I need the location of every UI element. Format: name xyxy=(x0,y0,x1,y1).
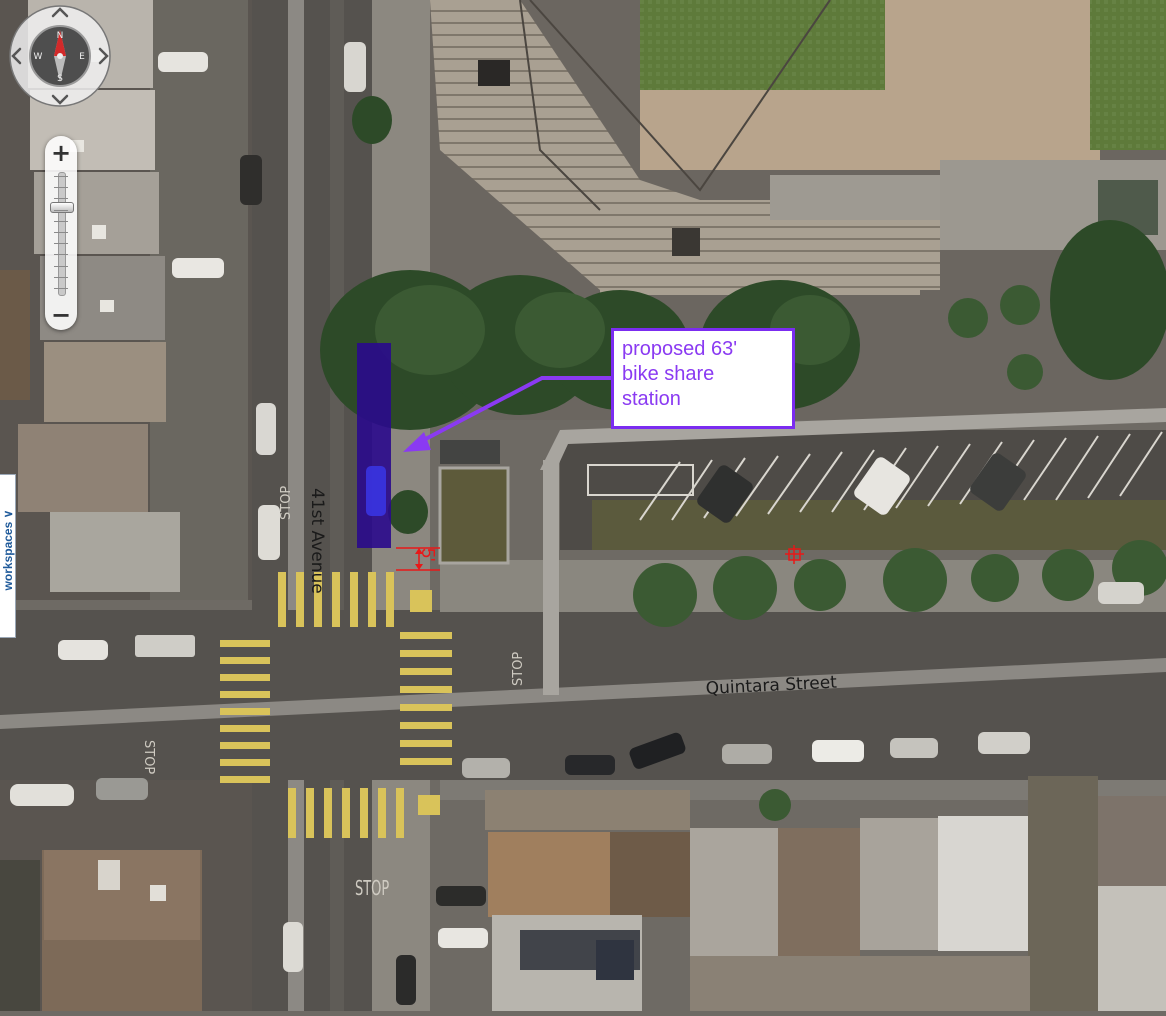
chevron-down-icon: ∨ xyxy=(1,509,15,519)
pan-down-icon[interactable] xyxy=(51,94,69,105)
compass-letter-w: W xyxy=(34,52,43,62)
proposed-bike-share-station xyxy=(357,343,391,548)
stop-marking: STOP xyxy=(279,486,294,520)
zoom-slider-tick xyxy=(54,176,68,177)
street-label-41st-avenue: 41st Avenue xyxy=(307,488,327,594)
zoom-slider-handle[interactable] xyxy=(50,202,74,214)
zoom-out-button[interactable]: − xyxy=(50,301,72,329)
callout-line: bike share xyxy=(622,363,715,385)
map-point-marker xyxy=(785,545,804,564)
zoom-slider-tick xyxy=(54,220,68,222)
workspaces-tab[interactable]: workspaces ∨ xyxy=(0,474,16,638)
workspaces-label: workspaces xyxy=(1,521,15,591)
dimension-marker xyxy=(396,547,440,571)
stop-marking: STOP xyxy=(511,652,526,686)
zoom-control: + − xyxy=(45,136,77,330)
callout-line: station xyxy=(622,388,681,410)
pan-left-icon[interactable] xyxy=(11,47,22,65)
zoom-slider-tick xyxy=(54,254,68,256)
compass-letter-n: N xyxy=(57,31,64,41)
callout-arrow xyxy=(403,376,611,452)
zoom-slider-tick xyxy=(54,232,68,233)
stop-marking: STOP xyxy=(355,877,389,901)
compass-letter-e: E xyxy=(79,52,85,62)
zoom-slider-tick xyxy=(54,198,68,200)
callout-line: proposed 63' xyxy=(622,338,738,360)
zoom-slider-tick xyxy=(54,265,68,267)
callout-box: proposed 63' bike share station xyxy=(611,328,795,429)
dimension-label: 5' xyxy=(418,548,438,561)
zoom-slider-tick xyxy=(54,187,68,189)
stop-marking: STOP xyxy=(141,740,156,774)
pan-up-icon[interactable] xyxy=(51,7,69,18)
zoom-in-button[interactable]: + xyxy=(50,139,72,167)
zoom-slider-tick xyxy=(54,288,68,289)
zoom-slider-tick xyxy=(54,243,68,245)
zoom-slider-tick xyxy=(54,209,68,211)
zoom-slider-tick xyxy=(54,276,68,278)
pan-right-icon[interactable] xyxy=(98,47,109,65)
compass-pan-control[interactable]: N E S W xyxy=(8,4,112,108)
zoom-slider-track[interactable] xyxy=(58,172,66,296)
compass-letter-s: S xyxy=(57,74,63,84)
